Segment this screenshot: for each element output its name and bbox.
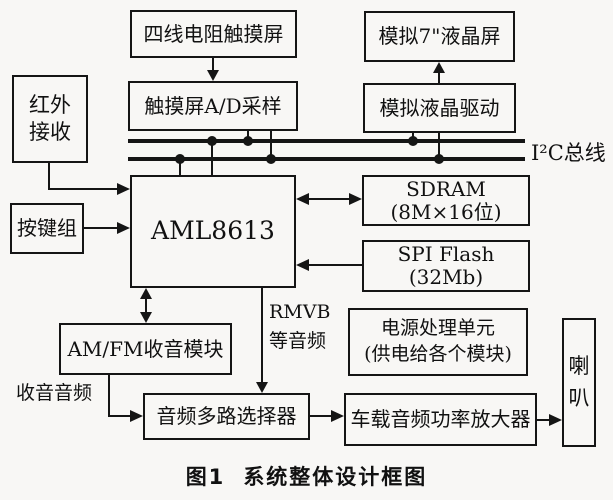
node-power-unit: 电源处理单元 (供电给各个模块) [348, 308, 528, 376]
node-label-line2: (供电给各个模块) [364, 343, 512, 365]
arrowhead-left [296, 193, 309, 205]
bus-stub-adc-sda [270, 131, 272, 159]
node-label-line1: 喇 [568, 354, 590, 378]
label-rmvb-line2: 等音频 [269, 330, 327, 352]
arrowhead-right [349, 193, 362, 205]
node-label-line2: (8M×16位) [390, 199, 502, 224]
wire-driver-lcd [438, 72, 440, 83]
arrowhead-left [296, 259, 309, 271]
wire-cpu-amfm [145, 297, 147, 314]
node-label-line1: SDRAM [406, 176, 486, 201]
node-label: 触摸屏A/D采样 [144, 93, 282, 118]
wire-amfm-mux-v [108, 375, 110, 417]
node-label: AM/FM收音模块 [67, 336, 224, 361]
bus-stub-adc-scl [247, 131, 249, 141]
bus-junction-dot [243, 136, 253, 146]
wire-ir-cpu-v [48, 163, 50, 190]
node-label-line1: SPI Flash [397, 242, 495, 266]
bus-stub-driver-scl [412, 133, 414, 141]
arrowhead-right [331, 410, 344, 422]
node-ir-receiver: 红外 接收 [12, 75, 88, 163]
node-label-line2: (32Mb) [408, 265, 484, 289]
label-i2c-bus: I²C总线 [531, 141, 606, 165]
label-rmvb-audio: RMVB 等音频 [269, 301, 330, 353]
arrowhead-up [433, 62, 445, 73]
node-label: 按键组 [17, 216, 77, 240]
node-label: AML8613 [151, 216, 275, 246]
arrowhead-down [207, 70, 219, 81]
wire-cpu-sdram [307, 198, 351, 200]
wire-keys-cpu [84, 227, 118, 229]
wire-amp-speaker [537, 419, 550, 421]
node-analog-lcd-driver: 模拟液晶驱动 [363, 83, 516, 133]
bus-stub-cpu-scl [211, 141, 213, 175]
label-rmvb-line1: RMVB [269, 301, 331, 323]
bus-junction-dot [408, 136, 418, 146]
wire-amfm-mux-h [108, 415, 131, 417]
node-label-line1: 电源处理单元 [380, 317, 495, 340]
node-aml8613-cpu: AML8613 [130, 175, 296, 288]
bus-stub-cpu-sda [179, 159, 181, 175]
arrowhead-down [256, 382, 268, 393]
wire-spi-cpu [307, 264, 362, 266]
node-amfm-radio-module: AM/FM收音模块 [59, 323, 232, 375]
wire-touchscreen-adc [212, 58, 214, 71]
node-label: 车载音频功率放大器 [350, 407, 531, 431]
bus-stub-driver-sda [438, 133, 440, 159]
bus-junction-dot [434, 154, 444, 164]
arrowhead-up [140, 288, 152, 299]
node-key-group: 按键组 [10, 203, 84, 254]
wire-mux-amp [310, 415, 332, 417]
arrowhead-down [140, 312, 152, 323]
node-car-audio-amplifier: 车载音频功率放大器 [344, 393, 537, 446]
node-label: 四线电阻触摸屏 [143, 21, 284, 46]
node-touchscreen-adc: 触摸屏A/D采样 [128, 81, 298, 131]
node-audio-mux: 音频多路选择器 [143, 393, 310, 440]
node-label-line1: 红外 [29, 92, 71, 117]
node-label: 音频多路选择器 [156, 404, 297, 428]
arrowhead-right [117, 222, 130, 234]
wire-cpu-mux [261, 288, 263, 382]
bus-junction-dot [266, 154, 276, 164]
arrowhead-right [117, 183, 130, 195]
node-spi-flash: SPI Flash (32Mb) [362, 240, 530, 292]
node-four-wire-touchscreen: 四线电阻触摸屏 [130, 10, 297, 58]
i2c-bus-wire-scl [128, 139, 525, 143]
node-speaker: 喇 叭 [562, 318, 596, 447]
node-label-line2: 叭 [568, 385, 590, 410]
node-analog-7in-lcd: 模拟7"液晶屏 [364, 11, 515, 62]
node-label: 模拟7"液晶屏 [378, 24, 501, 48]
label-radio-audio: 收音音频 [16, 382, 93, 404]
node-label-line2: 接收 [29, 120, 71, 144]
node-sdram: SDRAM (8M×16位) [362, 175, 530, 226]
i2c-bus-wire-sda [128, 157, 525, 161]
figure-caption: 图1 系统整体设计框图 [0, 461, 613, 491]
arrowhead-right [130, 410, 143, 422]
wire-ir-cpu-h [48, 188, 118, 190]
arrowhead-right [549, 414, 562, 426]
caption-figure-number: 图1 [185, 465, 226, 489]
caption-title: 系统整体设计框图 [243, 465, 428, 489]
node-label: 模拟液晶驱动 [379, 95, 500, 120]
